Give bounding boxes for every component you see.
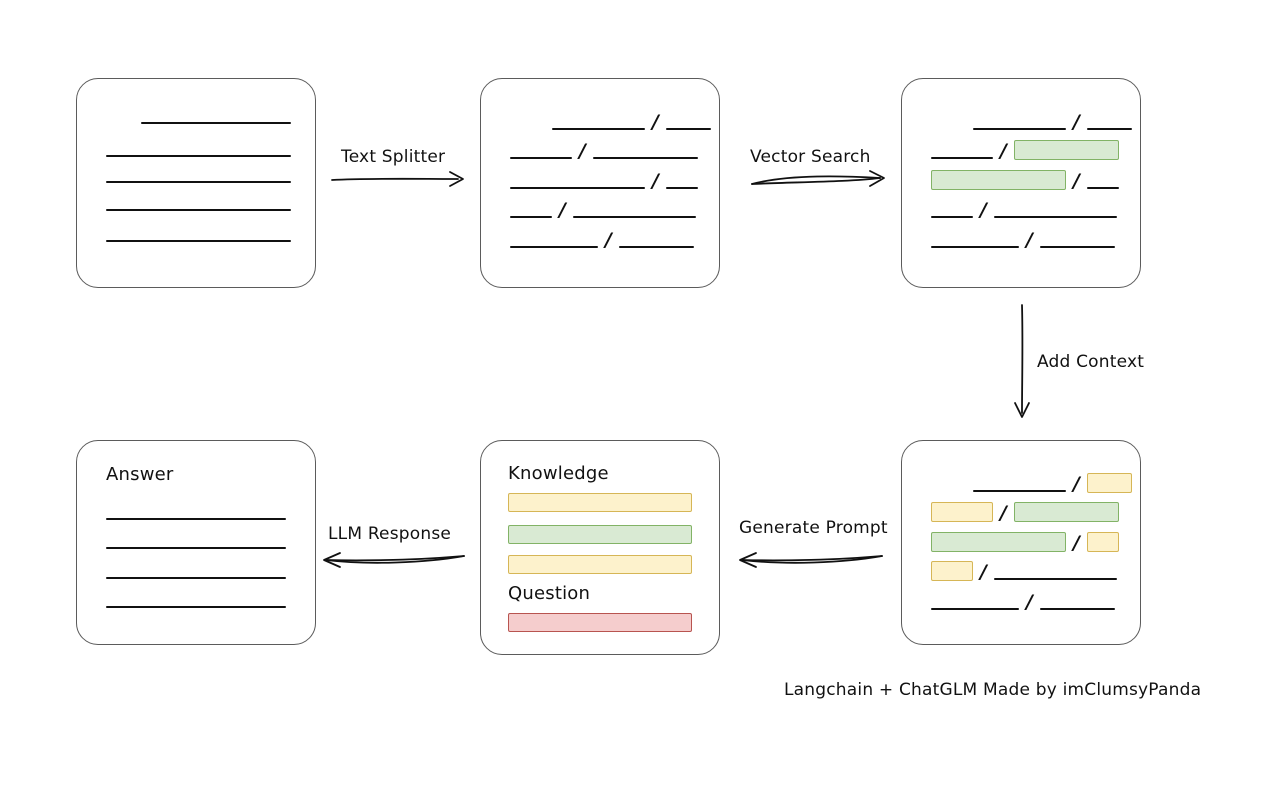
text-line — [106, 181, 291, 184]
highlight-chip-yellow — [931, 502, 993, 522]
text-line — [1040, 608, 1115, 611]
segment-separator: / — [1000, 502, 1007, 524]
segment-separator: / — [980, 561, 987, 583]
text-line — [666, 128, 711, 131]
knowledge-label: Knowledge — [508, 463, 609, 484]
text-line — [510, 216, 552, 219]
edge-label-vector-search: Vector Search — [750, 147, 871, 167]
node-split-chunks — [480, 78, 720, 288]
text-line — [931, 608, 1019, 611]
edge-label-generate-prompt: Generate Prompt — [739, 518, 888, 538]
text-line — [510, 187, 645, 190]
text-line — [106, 547, 286, 550]
node-answer — [76, 440, 316, 645]
segment-separator: / — [980, 199, 987, 221]
highlight-chip-green — [931, 532, 1066, 552]
knowledge-bar — [508, 555, 692, 574]
question-label: Question — [508, 583, 591, 604]
segment-separator: / — [1073, 111, 1080, 133]
edge-label-add-context: Add Context — [1037, 352, 1145, 372]
arrow-text-splitter — [331, 171, 464, 187]
text-line — [510, 157, 572, 160]
highlight-chip-green — [931, 170, 1066, 190]
text-line — [106, 606, 286, 609]
text-line — [994, 578, 1117, 581]
segment-separator: / — [1073, 170, 1080, 192]
text-line — [106, 155, 291, 158]
question-bar — [508, 613, 692, 632]
answer-label: Answer — [106, 464, 174, 485]
segment-separator: / — [652, 111, 659, 133]
text-line — [552, 128, 645, 131]
text-line — [666, 187, 698, 190]
highlight-chip-yellow — [1087, 473, 1132, 493]
text-line — [573, 216, 696, 219]
text-line — [106, 577, 286, 580]
text-line — [1087, 128, 1132, 131]
text-line — [106, 240, 291, 243]
segment-separator: / — [605, 229, 612, 251]
text-line — [1087, 187, 1119, 190]
highlight-chip-yellow — [1087, 532, 1119, 552]
edge-label-text-splitter: Text Splitter — [341, 147, 446, 167]
text-line — [994, 216, 1117, 219]
text-line — [619, 246, 694, 249]
segment-separator: / — [1073, 532, 1080, 554]
segment-separator: / — [579, 140, 586, 162]
text-line — [1040, 246, 1115, 249]
segment-separator: / — [559, 199, 566, 221]
segment-separator: / — [1026, 591, 1033, 613]
text-line — [973, 490, 1066, 493]
highlight-chip-yellow — [931, 561, 973, 581]
highlight-chip-green — [1014, 502, 1119, 522]
knowledge-bar — [508, 493, 692, 512]
arrow-llm-response — [323, 552, 465, 568]
text-line — [106, 209, 291, 212]
edge-label-llm-response: LLM Response — [328, 524, 452, 544]
text-line — [931, 216, 973, 219]
text-line — [931, 246, 1019, 249]
segment-separator: / — [1073, 473, 1080, 495]
arrow-vector-search — [751, 170, 885, 187]
text-line — [973, 128, 1066, 131]
highlight-chip-green — [1014, 140, 1119, 160]
text-line — [593, 157, 698, 160]
text-line — [931, 157, 993, 160]
arrow-add-context — [1014, 304, 1030, 418]
knowledge-bar — [508, 525, 692, 544]
segment-separator: / — [652, 170, 659, 192]
arrow-generate-prompt — [739, 552, 883, 568]
segment-separator: / — [1026, 229, 1033, 251]
segment-separator: / — [1000, 140, 1007, 162]
footer-credit: Langchain + ChatGLM Made by imClumsyPand… — [784, 680, 1202, 700]
text-line — [510, 246, 598, 249]
text-line — [141, 122, 291, 125]
text-line — [106, 518, 286, 521]
